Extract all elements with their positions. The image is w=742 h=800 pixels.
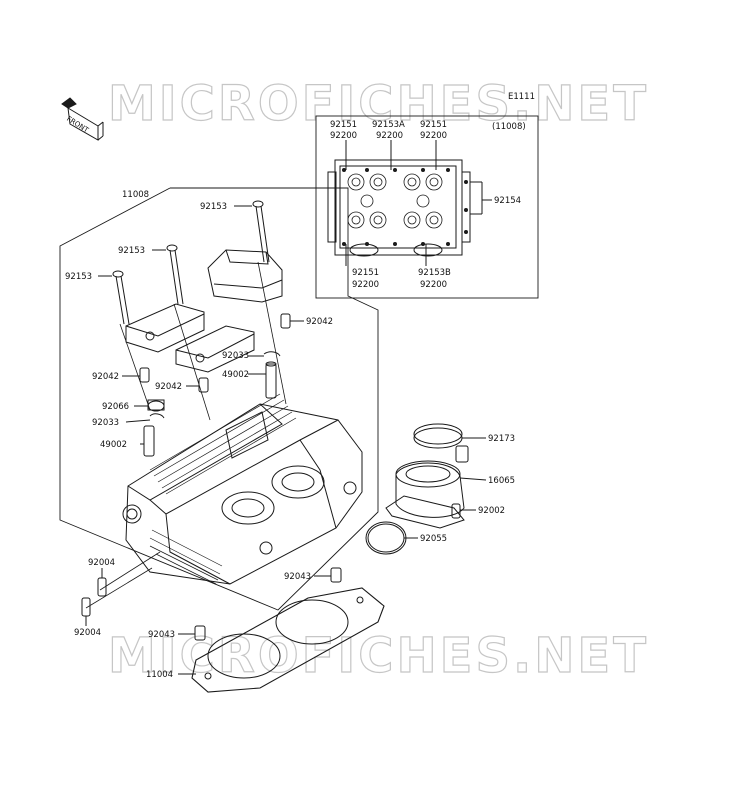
watermark-top: MICROFICHES.NET [107, 76, 649, 132]
part-92153-c: 92153 [65, 272, 93, 282]
inset-label-2a: 92153A [372, 120, 405, 130]
inset-label-3a: 92151 [420, 120, 448, 130]
head-bolts [98, 200, 270, 325]
part-92153-b: 92153 [118, 246, 146, 256]
part-11004: 11004 [146, 670, 174, 680]
assembly-outline [59, 187, 379, 611]
part-92055: 92055 [420, 534, 448, 544]
part-92153-a: 92153 [200, 202, 228, 212]
inset-label-1a: 92151 [330, 120, 358, 130]
leader-lines [85, 261, 287, 609]
inset-ref: (11008) [492, 122, 526, 132]
part-11008: 11008 [122, 190, 150, 200]
diagram-code: E1111 [508, 92, 536, 102]
inset-bottom-1a: 92151 [352, 268, 380, 278]
inset-bottom-2a: 92153B [418, 268, 451, 278]
inset-label-1b: 92200 [330, 131, 358, 141]
part-92043-b: 92043 [148, 630, 176, 640]
part-92042-a: 92042 [306, 317, 334, 327]
part-92066: 92066 [102, 402, 130, 412]
inset-side-label: 92154 [494, 196, 522, 206]
studs [81, 568, 107, 626]
part-92002: 92002 [478, 506, 506, 516]
part-92004-b: 92004 [74, 628, 102, 638]
part-92043-a: 92043 [284, 572, 312, 582]
dowels [122, 313, 342, 641]
watermark-bottom: MICROFICHES.NET [107, 628, 649, 684]
oil-fittings [125, 351, 281, 457]
inset-head-view [327, 140, 492, 266]
throttle-holder [365, 423, 487, 555]
inset-bottom-2b: 92200 [420, 280, 448, 290]
part-49002-a: 49002 [222, 370, 250, 380]
part-92033-a: 92033 [222, 351, 250, 361]
part-16065: 16065 [488, 476, 516, 486]
part-92042-b: 92042 [92, 372, 120, 382]
part-92033-b: 92033 [92, 418, 120, 428]
front-arrow-icon [61, 97, 104, 141]
inset-label-2b: 92200 [376, 131, 404, 141]
inset-bottom-1b: 92200 [352, 280, 380, 290]
head-gasket [178, 587, 385, 693]
part-92173: 92173 [488, 434, 516, 444]
cylinder-head-body [122, 393, 363, 585]
part-92004-a: 92004 [88, 558, 116, 568]
part-92042-c: 92042 [155, 382, 183, 392]
inset-label-3b: 92200 [420, 131, 448, 141]
inset-box [315, 115, 539, 299]
camshaft-holders [125, 249, 283, 373]
part-49002-b: 49002 [100, 440, 128, 450]
